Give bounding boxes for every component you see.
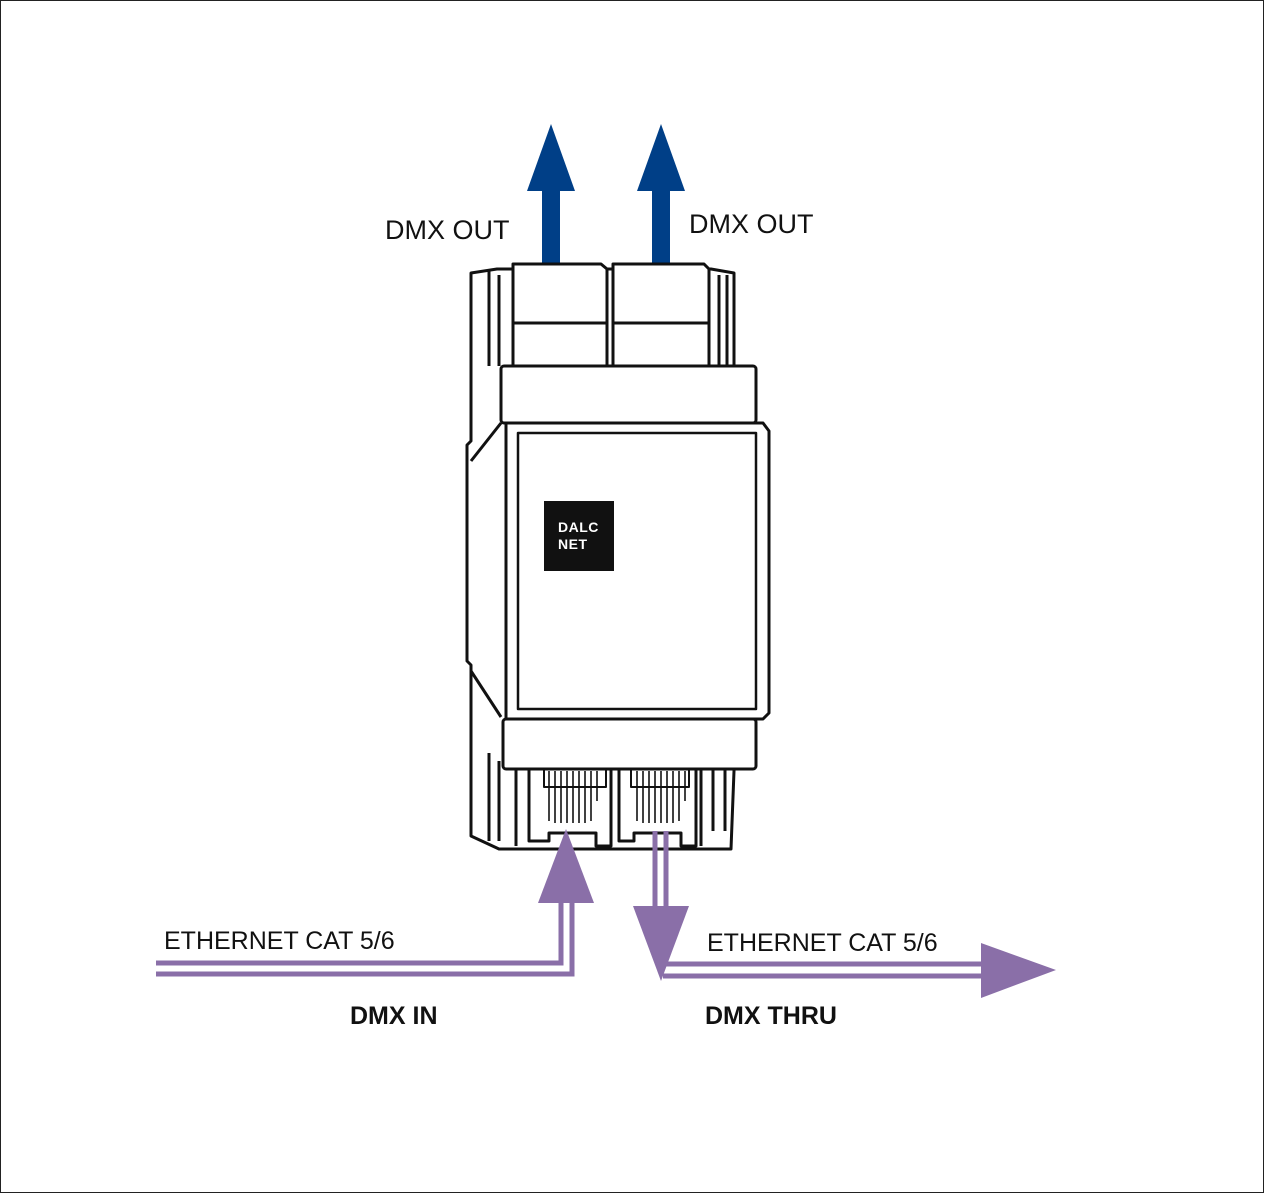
- dmx-out-label-right: DMX OUT: [689, 209, 814, 239]
- logo-line1: DALC: [558, 519, 599, 535]
- dmx-thru-cable: [652, 831, 986, 979]
- dmx-out-arrow-right: [637, 124, 685, 264]
- rj45-pins-left: [548, 771, 598, 823]
- ethernet-label-right: ETHERNET CAT 5/6: [707, 929, 938, 957]
- dmx-in-label: DMX IN: [350, 1002, 438, 1030]
- logo-line2: NET: [558, 536, 588, 552]
- dmx-out-arrow-left: [527, 124, 575, 264]
- dmx-thru-label: DMX THRU: [705, 1002, 837, 1030]
- dmx-thru-right-arrow: [981, 943, 1056, 998]
- dmx-in-cable: [156, 893, 575, 977]
- rj45-pins-right: [636, 771, 686, 823]
- dmx-device: [465, 262, 771, 851]
- ethernet-label-left: ETHERNET CAT 5/6: [164, 927, 395, 955]
- dalcnet-logo: DALC NET: [544, 501, 614, 571]
- dmx-thru-down-arrow: [633, 906, 689, 981]
- dmx-in-arrow: [538, 829, 594, 903]
- dmx-out-label-left: DMX OUT: [385, 215, 510, 245]
